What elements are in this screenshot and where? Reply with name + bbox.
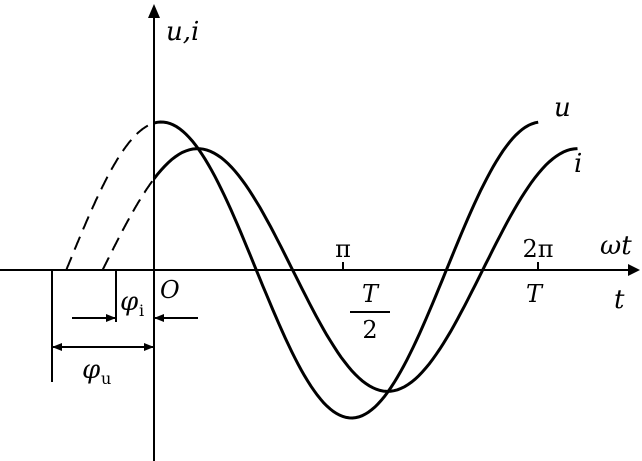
phi-i-label: φ (120, 287, 139, 317)
y-axis-label: u,i (166, 17, 199, 47)
t-half-numerator: T (362, 280, 380, 308)
curve-u-dashed-extension (65, 122, 155, 271)
x-axis-label-t: t (614, 285, 625, 315)
curve-i-label: i (574, 149, 582, 179)
pi-tick-label: π (335, 235, 351, 263)
curve-i (152, 147, 578, 393)
two-pi-tick-label: 2π (522, 235, 553, 263)
x-axis-arrow (628, 264, 640, 276)
curve-u (153, 120, 539, 420)
curve-u-label: u (554, 93, 571, 123)
curve-i-dashed-extension (101, 178, 155, 271)
origin-label: O (160, 276, 180, 304)
t-full-label: T (526, 280, 544, 308)
y-axis-arrow (148, 4, 160, 18)
phi-i-subscript: i (139, 301, 144, 320)
phi-u-label: φ (82, 355, 101, 385)
x-axis-label-omega-t: ωt (600, 231, 632, 261)
phi-u-subscript: u (101, 369, 111, 388)
t-half-denominator: 2 (362, 316, 377, 344)
